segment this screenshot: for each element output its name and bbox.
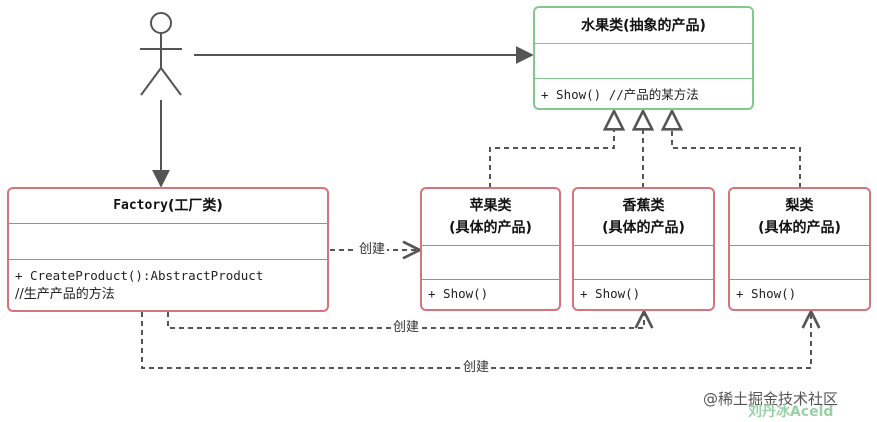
factory-title-name: Factory <box>113 198 168 213</box>
factory-class: Factory(工厂类) + CreateProduct():AbstractP… <box>7 187 329 312</box>
abstract-product-title: 水果类(抽象的产品) <box>581 17 706 34</box>
create-label-pear: 创建 <box>461 360 492 376</box>
watermark-site: @稀土掘金技术社区 <box>703 390 839 408</box>
pear-title-line2: (具体的产品) <box>758 220 841 236</box>
abstract-product-attributes <box>535 43 752 78</box>
abstract-product-operations: + Show() //产品的某方法 <box>535 78 752 108</box>
apple-title: 苹果类 (具体的产品) <box>422 189 559 245</box>
inherit-pear-line <box>672 111 801 188</box>
banana-operations: + Show() <box>574 279 713 308</box>
inherit-apple-line <box>489 111 614 188</box>
pear-attributes <box>730 245 869 279</box>
factory-attributes <box>9 223 327 259</box>
create-label-banana: 创建 <box>391 320 422 336</box>
apple-attributes <box>422 245 559 279</box>
pear-title-line1: 梨类 <box>785 198 814 214</box>
factory-operation-comment: //生产产品的方法 <box>15 287 115 302</box>
factory-operations: + CreateProduct():AbstractProduct //生产产品… <box>9 259 327 308</box>
abstract-product-class: 水果类(抽象的产品) + Show() //产品的某方法 <box>533 6 754 110</box>
apple-title-line1: 苹果类 <box>469 198 512 214</box>
pear-operations: + Show() <box>730 279 869 308</box>
apple-operation: + Show() <box>428 286 489 301</box>
banana-class: 香蕉类 (具体的产品) + Show() <box>572 187 715 311</box>
factory-operation: + CreateProduct():AbstractProduct <box>15 268 264 283</box>
pear-class: 梨类 (具体的产品) + Show() <box>728 187 871 311</box>
banana-title: 香蕉类 (具体的产品) <box>574 189 713 245</box>
actor-icon <box>140 12 182 96</box>
banana-title-line2: (具体的产品) <box>602 220 685 236</box>
pear-title: 梨类 (具体的产品) <box>730 189 869 245</box>
watermark-author: 刘丹冰Aceld <box>748 404 834 420</box>
apple-operations: + Show() <box>422 279 559 308</box>
apple-title-line2: (具体的产品) <box>449 220 532 236</box>
create-label-apple: 创建 <box>357 242 388 258</box>
banana-operation: + Show() <box>580 286 641 301</box>
factory-title: Factory(工厂类) <box>9 189 327 223</box>
pear-operation: + Show() <box>736 286 797 301</box>
banana-attributes <box>574 245 713 279</box>
banana-title-line1: 香蕉类 <box>622 198 665 214</box>
abstract-product-operation: + Show() //产品的某方法 <box>541 87 699 102</box>
apple-class: 苹果类 (具体的产品) + Show() <box>420 187 561 311</box>
factory-title-suffix: (工厂类) <box>168 198 223 214</box>
